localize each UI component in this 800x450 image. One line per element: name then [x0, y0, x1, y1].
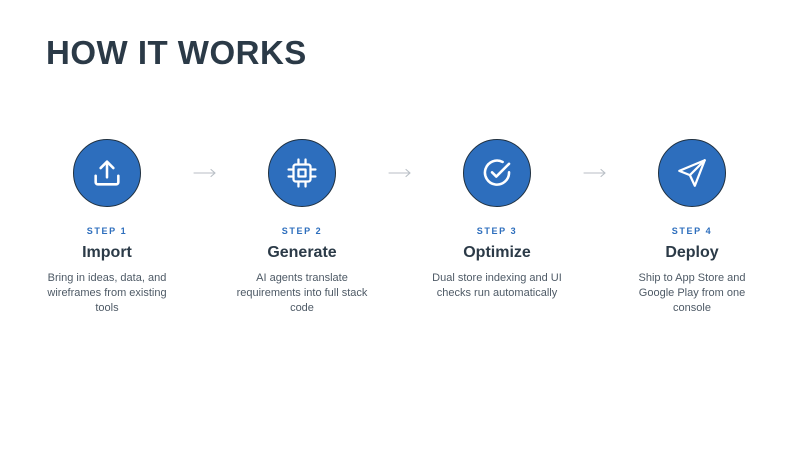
step-deploy: STEP 4 Deploy Ship to App Store and Goog… — [617, 139, 767, 316]
check-circle-icon — [483, 159, 511, 186]
step-number: STEP 4 — [671, 226, 713, 236]
upload-icon — [94, 160, 120, 186]
step-import: STEP 1 Import Bring in ideas, data, and … — [32, 139, 182, 316]
step-title: Import — [82, 244, 132, 261]
step-optimize: STEP 3 Optimize Dual store indexing and … — [422, 139, 572, 301]
step-title: Generate — [267, 244, 337, 261]
send-icon — [678, 159, 706, 187]
step-number: STEP 3 — [476, 226, 518, 236]
arrow-right-icon — [193, 167, 217, 179]
arrow-right-icon — [388, 167, 412, 179]
step-description: Bring in ideas, data, and wireframes fro… — [47, 272, 167, 314]
step-title: Deploy — [665, 244, 719, 261]
page-title: HOW IT WORKS — [46, 34, 307, 71]
step-title: Optimize — [463, 244, 531, 261]
step-icon-badge — [268, 139, 336, 207]
arrow-right-icon — [583, 167, 607, 179]
step-description: Ship to App Store and Google Play from o… — [638, 272, 746, 314]
step-description: AI agents translate requirements into fu… — [236, 272, 368, 314]
step-generate: STEP 2 Generate AI agents translate requ… — [227, 139, 377, 316]
step-icon-badge — [658, 139, 726, 207]
step-icon-badge — [73, 139, 141, 207]
step-number: STEP 2 — [281, 226, 323, 236]
step-description: Dual store indexing and UI checks run au… — [432, 272, 562, 299]
cpu-chip-icon — [287, 158, 317, 188]
steps-row: STEP 1 Import Bring in ideas, data, and … — [0, 139, 800, 339]
step-icon-badge — [463, 139, 531, 207]
step-number: STEP 1 — [86, 226, 128, 236]
